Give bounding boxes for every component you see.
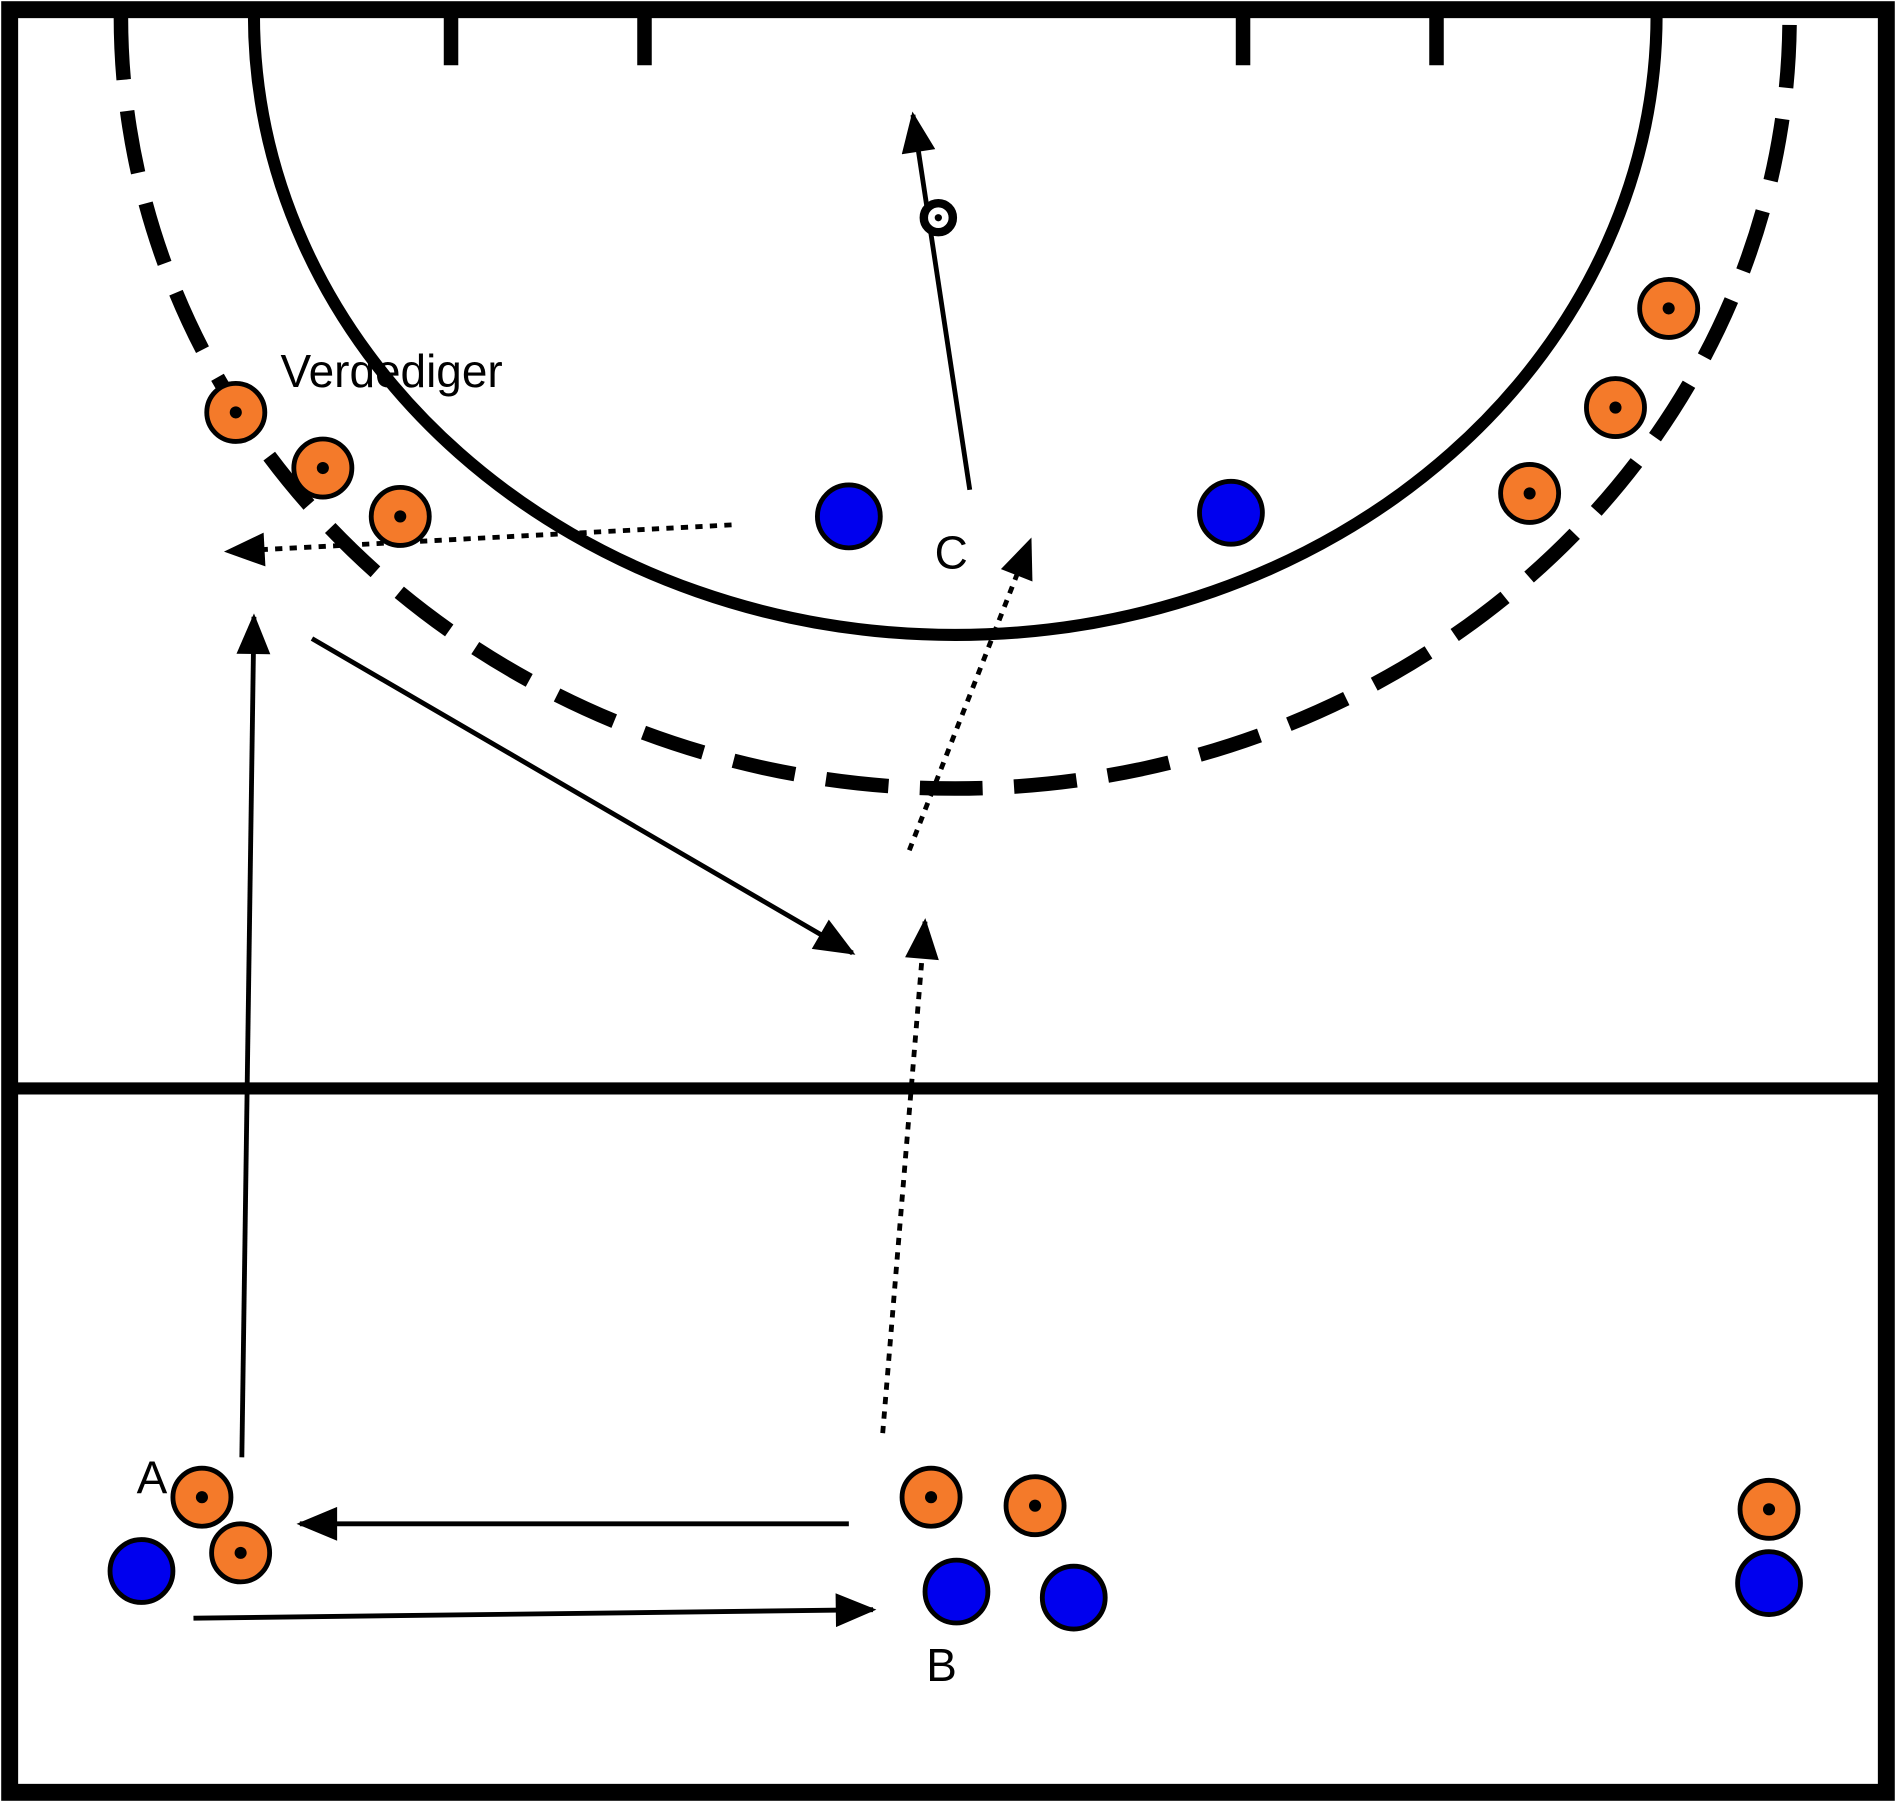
orange-player-icon [368,484,432,548]
orange-player-icon [204,380,268,444]
shot-arrow [901,111,973,491]
blue-player-icon [922,1557,991,1626]
shooting-circle [247,14,1663,641]
orange-player-icon [1584,376,1647,440]
pass-arrow [193,1593,877,1628]
label-c: C [935,526,968,578]
orange-player-icon [1737,1477,1801,1541]
blue-player-icon [814,482,883,551]
blue-player-icon [1039,1563,1108,1632]
goal-tick-marks [443,12,1444,66]
orange-player-icon [1498,461,1562,525]
label-a: A [137,1452,168,1504]
orange-team [170,276,1801,1585]
blue-player-icon [1735,1549,1803,1617]
blue-player-icon [107,1537,176,1605]
ball-icon [919,198,958,237]
pass-arrow [310,636,856,956]
orange-player-icon [209,1521,273,1585]
dotted-run-arrow [223,522,732,567]
orange-player-icon [291,436,355,500]
orange-player-icon [170,1465,234,1529]
label-b: B [926,1639,957,1691]
dotted-run-arrow [907,537,1033,852]
orange-player-icon [899,1465,963,1529]
pass-arrow [236,613,271,1458]
blue-team [107,478,1803,1632]
dotted-run-arrow [880,918,939,1434]
orange-player-icon [1637,276,1701,340]
orange-player-icon [1003,1474,1067,1538]
defender-label: Verdediger [281,345,503,397]
blue-player-icon [1197,478,1265,547]
